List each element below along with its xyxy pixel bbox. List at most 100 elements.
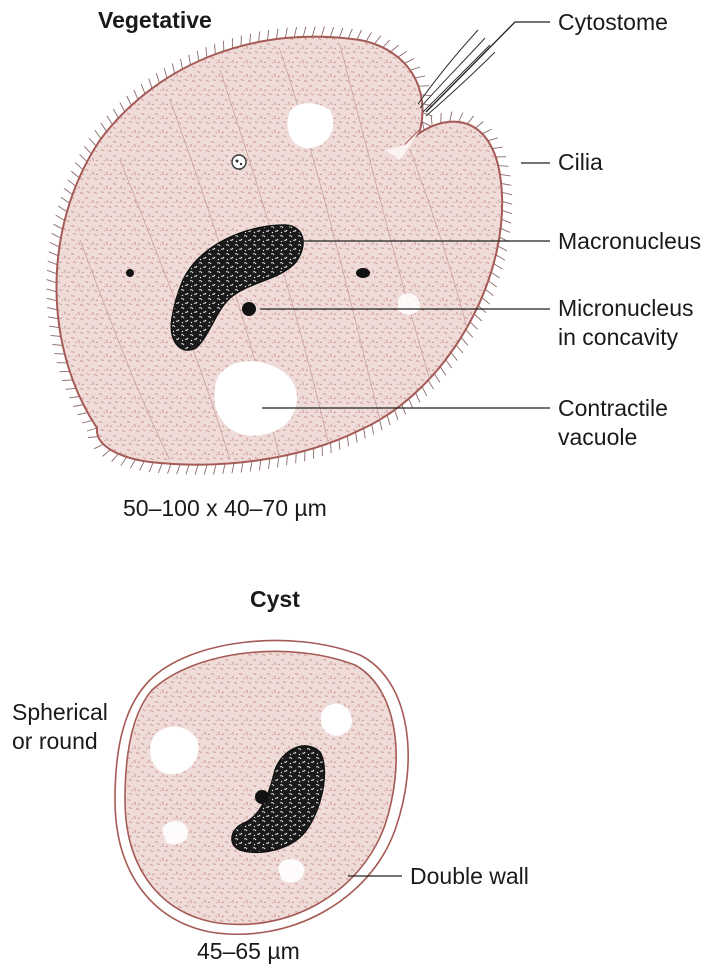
granule-right [356, 268, 370, 278]
cytostome-cilia [418, 30, 495, 116]
cilium [50, 243, 59, 247]
cilium [82, 420, 92, 423]
cilium [84, 146, 91, 154]
cilium [405, 59, 414, 64]
cilium [204, 465, 207, 475]
cilium [101, 123, 107, 132]
cilium [421, 95, 431, 96]
small-granule [232, 155, 246, 169]
cilium [134, 90, 138, 100]
cilium [470, 322, 477, 329]
cilium [485, 289, 493, 295]
cilium [64, 188, 72, 194]
cilium [451, 352, 457, 360]
cyst-title: Cyst [250, 585, 300, 613]
cilium [75, 163, 83, 170]
cilium [339, 28, 343, 38]
cilium [94, 444, 103, 449]
cilium [49, 326, 59, 328]
cilium [241, 462, 243, 472]
cilium [440, 367, 446, 376]
cilium [54, 224, 63, 229]
vegetative-title: Vegetative [98, 6, 212, 34]
cilium [87, 428, 97, 431]
cilium [89, 138, 96, 146]
cilium [294, 27, 296, 37]
cilium [502, 210, 512, 213]
cilium [498, 166, 508, 167]
cilium [186, 465, 189, 475]
cilium [456, 345, 463, 353]
cilium [387, 415, 390, 425]
cilium [461, 337, 468, 345]
cilium [467, 116, 473, 124]
label-spherical-1: Spherical [12, 698, 108, 726]
cilium [482, 129, 491, 134]
cilium [49, 252, 59, 256]
cilium [321, 27, 324, 37]
cilium [77, 413, 87, 415]
cilium [47, 289, 57, 292]
cilium [189, 55, 191, 65]
cilium [47, 270, 57, 274]
cilium [431, 116, 432, 126]
vegetative-cell [47, 22, 551, 475]
cilium [491, 272, 500, 278]
cilium [66, 388, 76, 389]
cilium [348, 29, 352, 39]
cilium [103, 450, 111, 457]
cilium [168, 464, 172, 474]
cilium [492, 147, 502, 149]
cyst-inner-wall [125, 651, 396, 924]
cilium [459, 113, 463, 123]
cilium [441, 113, 442, 123]
cyst-micronucleus [255, 790, 269, 804]
label-spherical-2: or round [12, 727, 98, 755]
cilium [149, 79, 152, 89]
cilium [130, 459, 135, 468]
cilium [488, 281, 496, 287]
cilium [195, 465, 198, 475]
cilium [172, 63, 174, 73]
cilium [164, 68, 167, 78]
cilium [375, 36, 381, 44]
cilium [339, 439, 340, 449]
cilium [177, 464, 180, 474]
cilium [215, 44, 216, 55]
vegetative-size: 50–100 x 40–70 µm [123, 494, 327, 522]
cilium [501, 183, 511, 185]
cilium [330, 27, 334, 37]
cilium [419, 86, 429, 87]
cilium [312, 27, 315, 37]
cyst-vacuole-4 [278, 859, 304, 882]
cilium [47, 280, 57, 283]
cilium [450, 112, 452, 122]
cilium [502, 201, 512, 204]
label-cytostome: Cytostome [558, 8, 668, 36]
cilium [303, 27, 306, 37]
cilium [383, 40, 390, 48]
cilium [428, 380, 433, 389]
cilium [52, 345, 62, 346]
cilium [206, 47, 207, 57]
cilium [296, 453, 297, 463]
cilium [380, 420, 383, 430]
cilium [434, 374, 440, 383]
cilium [48, 261, 58, 265]
cilium [107, 116, 113, 125]
cilium [69, 397, 79, 398]
cilium [372, 424, 374, 434]
cilium [47, 298, 57, 301]
label-micronucleus-2: in concavity [558, 323, 678, 351]
cilium [68, 180, 76, 187]
cyst-size: 45–65 µm [197, 937, 300, 965]
cilium [250, 461, 252, 471]
cilium [415, 76, 425, 78]
cilium [398, 51, 407, 57]
cilium [51, 335, 61, 336]
label-macronucleus: Macronucleus [558, 227, 701, 255]
cilium [250, 34, 251, 44]
cilium [269, 459, 270, 469]
cilium [141, 84, 145, 94]
